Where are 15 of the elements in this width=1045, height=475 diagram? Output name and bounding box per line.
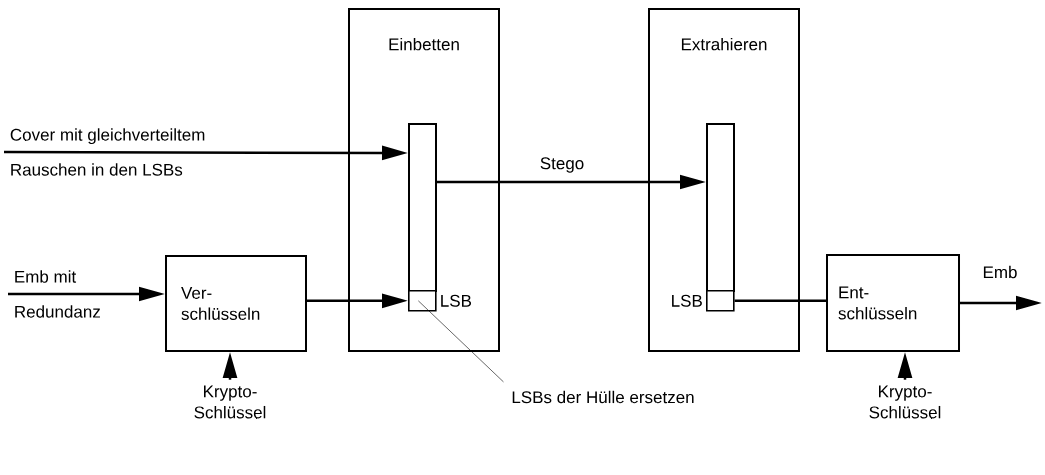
- key-label: Krypto- Schlüssel: [194, 385, 266, 419]
- annotation-text: LSBs der Hülle ersetzen: [512, 390, 694, 404]
- edge-label: Stego: [537, 155, 587, 175]
- key-label: Krypto- Schlüssel: [869, 385, 941, 419]
- lsb-cell: LSB: [408, 290, 472, 312]
- node-label: LSB: [672, 294, 702, 307]
- process-box: Ver- schlüsseln: [165, 255, 307, 352]
- leader-line: [418, 300, 504, 383]
- process-box: Ent- schlüsseln: [826, 254, 960, 352]
- input-label: Emb mit Redundanz: [15, 270, 100, 318]
- edge-label: Emb: [980, 263, 1020, 281]
- lsb-cell: LSB: [672, 290, 735, 312]
- connector-line: [734, 299, 826, 303]
- node-label: LSB: [441, 294, 472, 307]
- input-label: Cover mit gleichverteiltem Rauschen in den LSBs: [10, 128, 205, 176]
